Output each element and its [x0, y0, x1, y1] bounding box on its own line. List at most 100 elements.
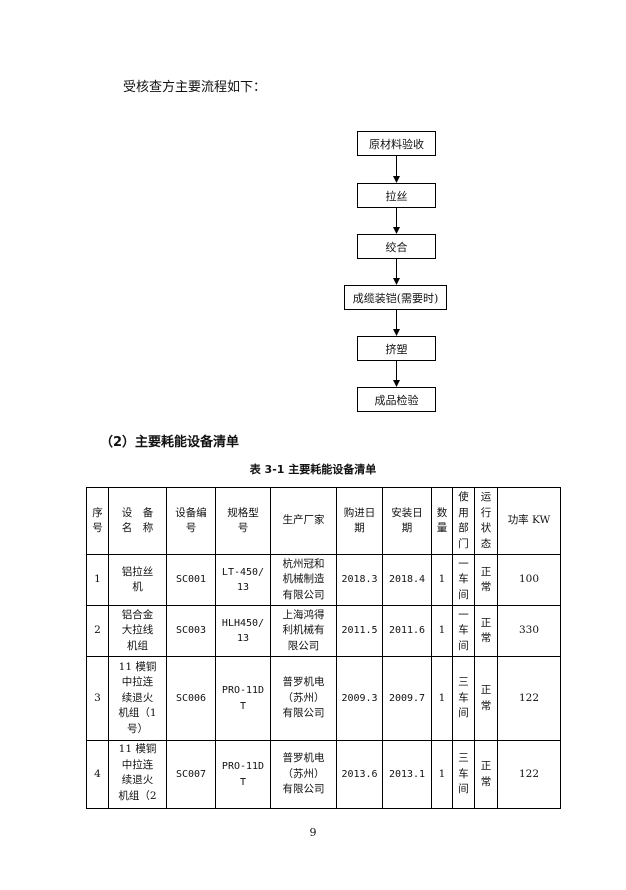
cell-text: 间 — [458, 707, 469, 720]
header-text: 功率 KW — [507, 514, 551, 527]
header-text: 状 — [480, 522, 492, 534]
header-text: 设备编 — [175, 506, 207, 519]
header-text: 设 备 — [121, 506, 154, 519]
table-cell-buy: 2011.5 — [336, 605, 383, 657]
cell-text: 2011.6 — [388, 625, 426, 637]
cell-text: 杭州冠和 — [282, 557, 325, 570]
section-title: （2）主要耗能设备清单 — [100, 435, 240, 450]
cell-text: T — [239, 700, 247, 712]
cell-text: 机组 — [127, 639, 148, 652]
cell-text: 常 — [480, 632, 492, 644]
table-cell-status: 正常 — [474, 554, 498, 606]
table-cell-qty: 1 — [431, 740, 453, 809]
cell-text: 铝合金 — [121, 608, 154, 621]
cell-text: 正 — [480, 565, 492, 578]
cell-text: 11 模铜 — [118, 743, 157, 755]
table-caption: 表 3-1 主要耗能设备清单 — [249, 463, 377, 476]
cell-text: 机组（1 — [118, 707, 157, 720]
table-cell-name: 铝拉丝机 — [108, 554, 167, 606]
table-cell-seq: 2 — [86, 605, 109, 657]
cell-text: 1 — [438, 624, 446, 637]
intro-text: 受核查方主要流程如下： — [123, 80, 267, 95]
table-header-row: 序号设 备名 称设备编号规格型号生产厂家购进日期安装日期数量使用部门运行状态功率… — [86, 487, 561, 555]
cell-text: SC001 — [175, 574, 207, 586]
header-text: 运 — [480, 491, 492, 503]
cell-text: 2 — [94, 624, 101, 637]
flow-arrow-head — [393, 176, 400, 183]
header-text: 号 — [185, 522, 197, 534]
table-header-cell: 序号 — [86, 487, 109, 555]
table-cell-status: 正常 — [474, 605, 498, 657]
table-cell-maker: 普罗机电（苏州）有限公司 — [270, 656, 337, 741]
cell-text: 一 — [458, 608, 469, 621]
header-text: 门 — [458, 537, 469, 550]
cell-text: 间 — [458, 783, 469, 796]
table-cell-install: 2013.1 — [382, 740, 432, 809]
header-text: 期 — [354, 522, 365, 534]
table-cell-qty: 1 — [431, 656, 453, 741]
cell-text: 2009.7 — [388, 692, 426, 704]
cell-text: 三 — [458, 752, 469, 765]
table-cell-name: 11 模铜中拉连续退火机组（2 — [108, 740, 167, 809]
cell-text: 铝拉丝 — [121, 565, 154, 578]
cell-text: 122 — [518, 767, 540, 780]
cell-text: SC007 — [175, 768, 207, 780]
header-text: 部 — [458, 522, 469, 534]
header-text: 量 — [436, 522, 448, 534]
header-text: 号 — [92, 522, 103, 534]
table-cell-dept: 一车间 — [452, 605, 475, 657]
table-cell-qty: 1 — [431, 605, 453, 657]
flow-arrow-head — [393, 329, 400, 336]
table-header-cell: 设 备名 称 — [108, 487, 167, 555]
cell-text: 1 — [438, 767, 446, 780]
flow-step-box: 成品检验 — [357, 387, 436, 412]
cell-text: 11 模铜 — [118, 660, 157, 673]
cell-text: 2018.4 — [388, 574, 426, 586]
table-cell-code: SC001 — [166, 554, 216, 606]
cell-text: PRO-11D — [221, 761, 265, 772]
table-cell-maker: 上海鸿得利机械有限公司 — [270, 605, 337, 657]
header-text: 生产厂家 — [282, 514, 325, 527]
cell-text: 车 — [458, 624, 469, 637]
flow-step-box: 成缆装铠(需要时) — [344, 285, 447, 310]
cell-text: 续退火 — [121, 774, 154, 786]
cell-text: 中拉连 — [121, 676, 154, 689]
table-cell-model: HLH450/13 — [215, 605, 271, 657]
process-flowchart: 原材料验收拉丝绞合成缆装铠(需要时)挤塑成品检验 — [0, 0, 626, 420]
flow-arrow-head — [393, 380, 400, 387]
table-cell-status: 正常 — [474, 656, 498, 741]
cell-text: LT-450/ — [221, 566, 265, 578]
cell-text: （苏州） — [282, 691, 325, 704]
cell-text: 普罗机电 — [282, 752, 325, 765]
header-text: 名 称 — [121, 522, 154, 534]
cell-text: 常 — [480, 699, 492, 712]
cell-text: 1 — [94, 573, 101, 586]
cell-text: 330 — [518, 624, 540, 637]
header-text: 用 — [458, 506, 469, 519]
cell-text: 13 — [236, 633, 250, 644]
cell-text: 13 — [236, 582, 250, 593]
equipment-table: 序号设 备名 称设备编号规格型号生产厂家购进日期安装日期数量使用部门运行状态功率… — [86, 487, 561, 809]
table-header-cell: 功率 KW — [497, 487, 561, 555]
table-header-cell: 购进日期 — [336, 487, 383, 555]
table-cell-buy: 2009.3 — [336, 656, 383, 741]
table-cell-buy: 2018.3 — [336, 554, 383, 606]
table-header-cell: 使用部门 — [452, 487, 475, 555]
cell-text: 一 — [458, 557, 469, 570]
cell-text: 间 — [458, 588, 469, 601]
cell-text: （苏州） — [282, 767, 325, 780]
table-header-cell: 数量 — [431, 487, 453, 555]
table-cell-code: SC003 — [166, 605, 216, 657]
header-text: 安装日 — [391, 506, 423, 519]
cell-text: 有限公司 — [282, 707, 325, 720]
cell-text: T — [239, 776, 247, 788]
table-cell-install: 2018.4 — [382, 554, 432, 606]
table-cell-dept: 三车间 — [452, 656, 475, 741]
flow-step-box: 拉丝 — [357, 183, 436, 208]
table-cell-model: LT-450/13 — [215, 554, 271, 606]
cell-text: 2011.5 — [341, 625, 378, 637]
cell-text: 中拉连 — [121, 758, 154, 771]
table-cell-code: SC007 — [166, 740, 216, 809]
